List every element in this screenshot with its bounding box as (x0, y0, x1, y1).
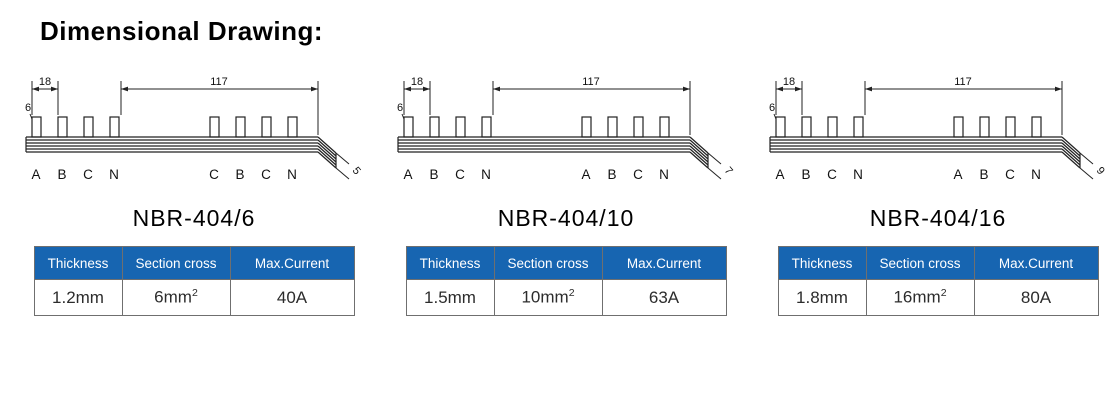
section-cross-exponent: 2 (568, 287, 575, 300)
phase-label: B (801, 167, 810, 182)
dimensional-drawing: 18 117 6 5 A B C N C B C N (25, 76, 363, 182)
phase-label: A (403, 167, 412, 182)
model-name: NBR-404/16 (869, 205, 1007, 231)
busbar-teeth (775, 116, 1042, 138)
dimension-arrows (403, 86, 690, 129)
spec-header-row: Thickness Section cross Max.Current (33, 246, 355, 280)
dim-length-label: 117 (210, 76, 228, 88)
section-cross-value: 6mm2 (121, 279, 231, 316)
phase-label: N (853, 167, 863, 182)
section-cross-exponent: 2 (191, 287, 198, 300)
dim-pitch-label: 18 (411, 76, 423, 88)
spec-table: Thickness Section cross Max.Current 1.5m… (405, 246, 727, 316)
dim-width-label: 6 (25, 102, 31, 114)
busbar-body (25, 136, 337, 169)
phase-label: A (581, 167, 590, 182)
phase-label: A (775, 167, 784, 182)
phase-label: N (659, 167, 669, 182)
dimension-labels: 18 117 6 5 (25, 76, 363, 177)
section-cross-value: 16mm2 (865, 279, 975, 316)
busbar-body (397, 136, 709, 169)
section-cross-exponent: 2 (940, 287, 947, 300)
phase-label: A (953, 167, 962, 182)
phase-label: C (827, 167, 837, 182)
dim-thickness-label: 5 (350, 165, 363, 177)
panels-container: 18 117 6 5 A B C N C B C N NBR-404/6 Thi… (0, 73, 1120, 316)
dim-width-label: 6 (769, 102, 775, 114)
phase-label: N (109, 167, 119, 182)
thickness-value: 1.2mm (33, 279, 123, 316)
phase-label: B (57, 167, 66, 182)
phase-label: B (429, 167, 438, 182)
spec-header-section-cross: Section cross (121, 246, 231, 280)
phase-label: C (1005, 167, 1015, 182)
dim-thickness-label: 7 (722, 165, 735, 177)
spec-header-section-cross: Section cross (493, 246, 603, 280)
spec-header-row: Thickness Section cross Max.Current (777, 246, 1099, 280)
busbar-teeth (31, 116, 298, 138)
spec-value-row: 1.5mm 10mm2 63A (405, 279, 727, 316)
spec-header-row: Thickness Section cross Max.Current (405, 246, 727, 280)
phase-label: C (261, 167, 271, 182)
dimension-lines (29, 81, 350, 180)
spec-header-section-cross: Section cross (865, 246, 975, 280)
dimension-arrows (31, 86, 318, 129)
dim-thickness-label: 9 (1094, 165, 1107, 177)
spec-header-thickness: Thickness (777, 246, 867, 280)
dimension-lines (773, 81, 1094, 180)
spec-header-max-current: Max.Current (229, 246, 355, 280)
dimensional-drawing: 18 117 6 7 A B C N A B C N (397, 76, 735, 182)
section-cross-base: 16mm (893, 287, 941, 307)
model-name: NBR-404/10 (497, 205, 635, 231)
phase-labels: A B C N A B C N (403, 167, 668, 182)
phase-label: N (287, 167, 297, 182)
spec-value-row: 1.2mm 6mm2 40A (33, 279, 355, 316)
panel-nbr-404-10: 18 117 6 7 A B C N A B C N NBR-404/10 Th… (388, 73, 744, 316)
dim-length-label: 117 (954, 76, 972, 88)
spec-table: Thickness Section cross Max.Current 1.2m… (33, 246, 355, 316)
max-current-value: 63A (601, 279, 727, 316)
dimension-labels: 18 117 6 9 (769, 76, 1107, 177)
panel-nbr-404-6: 18 117 6 5 A B C N C B C N NBR-404/6 Thi… (16, 73, 372, 316)
spec-table: Thickness Section cross Max.Current 1.8m… (777, 246, 1099, 316)
spec-header-max-current: Max.Current (973, 246, 1099, 280)
section-cross-base: 6mm (154, 287, 192, 307)
phase-label: C (633, 167, 643, 182)
dim-width-label: 6 (397, 102, 403, 114)
busbar-body (769, 136, 1081, 169)
dimensional-drawing: 18 117 6 9 A B C N A B C N (769, 76, 1107, 182)
thickness-value: 1.8mm (777, 279, 867, 316)
busbar-teeth (403, 116, 670, 138)
section-cross-value: 10mm2 (493, 279, 603, 316)
phase-label: N (1031, 167, 1041, 182)
spec-header-thickness: Thickness (405, 246, 495, 280)
dim-length-label: 117 (582, 76, 600, 88)
dim-pitch-label: 18 (39, 76, 51, 88)
phase-label: C (83, 167, 93, 182)
phase-label: B (979, 167, 988, 182)
panel-nbr-404-16: 18 117 6 9 A B C N A B C N NBR-404/16 Th… (760, 73, 1116, 316)
model-name: NBR-404/6 (132, 205, 256, 231)
phase-label: C (209, 167, 219, 182)
spec-header-max-current: Max.Current (601, 246, 727, 280)
spec-value-row: 1.8mm 16mm2 80A (777, 279, 1099, 316)
phase-label: B (235, 167, 244, 182)
max-current-value: 80A (973, 279, 1099, 316)
phase-label: C (455, 167, 465, 182)
phase-label: B (607, 167, 616, 182)
phase-labels: A B C N C B C N (31, 167, 296, 182)
phase-label: N (481, 167, 491, 182)
dimension-lines (401, 81, 722, 180)
phase-label: A (31, 167, 40, 182)
dim-pitch-label: 18 (783, 76, 795, 88)
phase-labels: A B C N A B C N (775, 167, 1040, 182)
page-title: Dimensional Drawing: (40, 16, 324, 46)
dimension-labels: 18 117 6 7 (397, 76, 735, 177)
section-cross-base: 10mm (521, 287, 569, 307)
dimension-arrows (775, 86, 1062, 129)
max-current-value: 40A (229, 279, 355, 316)
spec-header-thickness: Thickness (33, 246, 123, 280)
thickness-value: 1.5mm (405, 279, 495, 316)
